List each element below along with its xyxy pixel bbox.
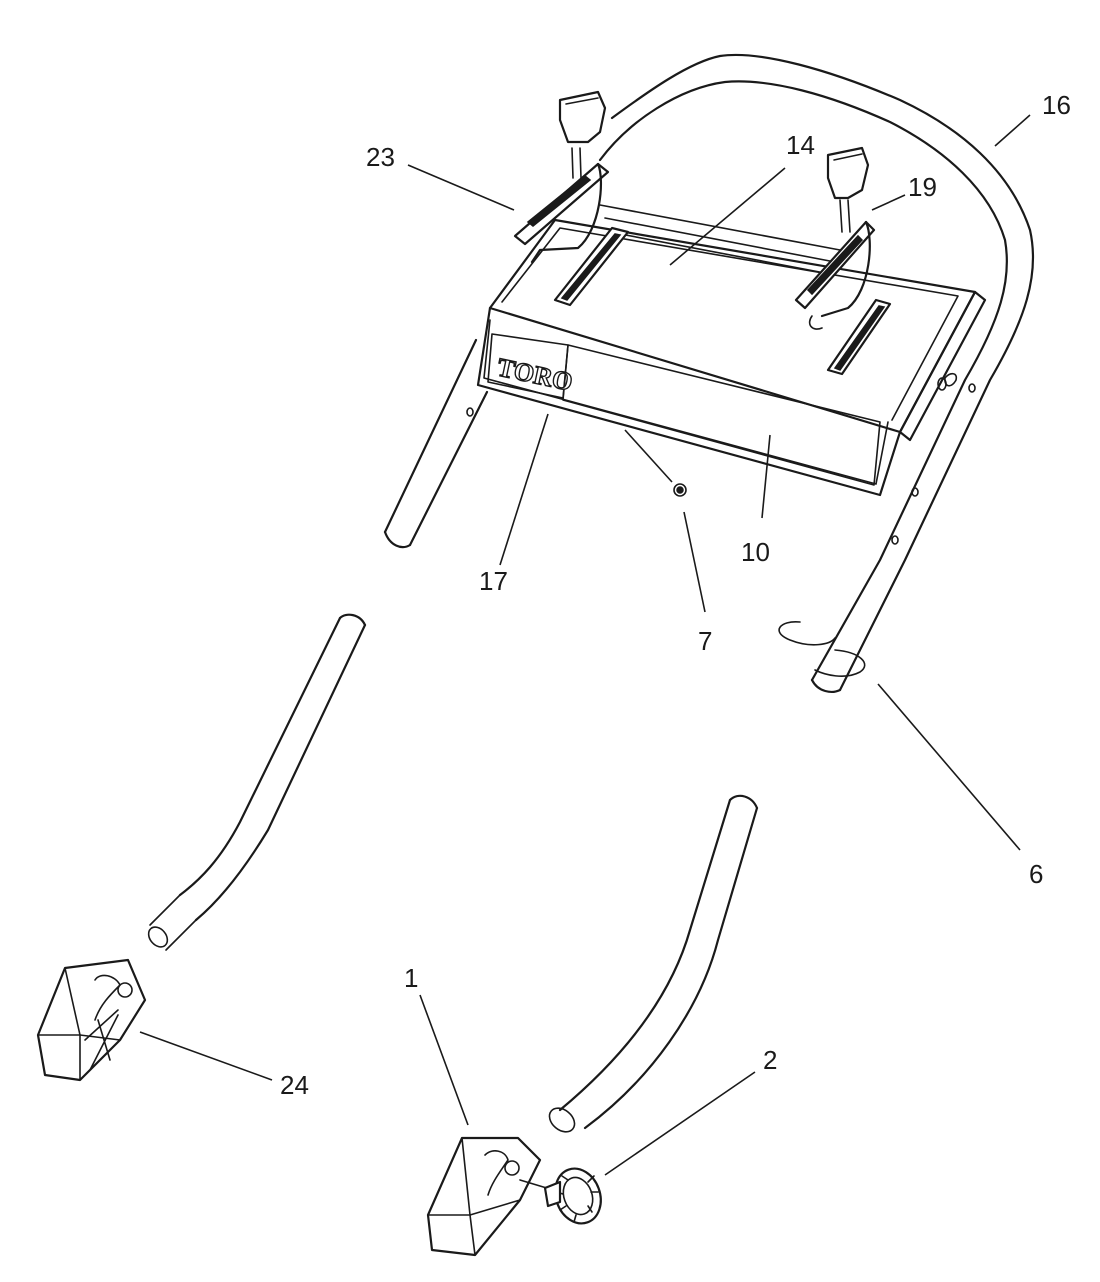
callout-14: 14 — [786, 130, 815, 160]
hairpin-clip — [778, 621, 866, 678]
callout-2: 2 — [763, 1045, 777, 1075]
callout-19: 19 — [908, 172, 937, 202]
callout-16: 16 — [1042, 90, 1071, 120]
handle-knob — [519, 1167, 602, 1225]
control-panel — [476, 204, 987, 497]
right-handle-bracket — [426, 1136, 542, 1257]
upper-handle — [383, 53, 1035, 693]
brand-logo: TORO — [495, 353, 575, 397]
lower-right-handle-tube — [548, 794, 759, 1133]
callout-17: 17 — [479, 566, 508, 596]
callout-24: 24 — [280, 1070, 309, 1100]
callout-7: 7 — [698, 626, 712, 656]
right-control-lever — [794, 146, 876, 330]
leader-lines — [139, 114, 1031, 1176]
callout-23: 23 — [366, 142, 395, 172]
left-handle-bracket — [36, 958, 147, 1082]
callout-1: 1 — [404, 963, 418, 993]
lower-left-handle-tube — [147, 613, 367, 951]
callout-6: 6 — [1029, 859, 1043, 889]
callout-10: 10 — [741, 537, 770, 567]
left-control-lever — [513, 90, 610, 264]
